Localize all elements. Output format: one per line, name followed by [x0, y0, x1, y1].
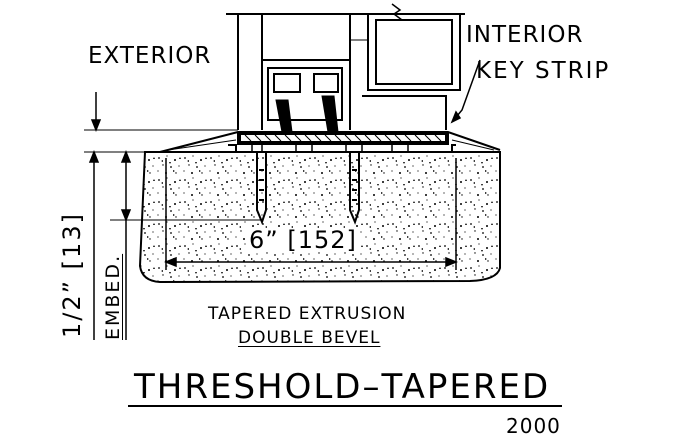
embed-dimension-label: 1/2” [13]	[58, 212, 86, 338]
embed-dimension-lines	[88, 149, 262, 340]
interior-label: INTERIOR	[466, 22, 584, 48]
threshold-extrusion	[159, 131, 501, 153]
exterior-leader	[84, 92, 238, 153]
drawing-code: 2000	[506, 414, 561, 438]
width-dimension-lines	[163, 158, 459, 270]
key-strip-leader	[450, 59, 481, 124]
drawing-title: THRESHOLD–TAPERED	[134, 367, 551, 407]
width-dimension-label: 6” [152]	[246, 228, 360, 252]
embed-word-label: EMBED.	[102, 253, 124, 340]
key-strip-label: KEY STRIP	[476, 58, 611, 84]
sweep-seals	[275, 95, 339, 133]
extrusion-note-line2: DOUBLE BEVEL	[238, 328, 381, 348]
concrete-slab	[138, 151, 501, 284]
door-frame	[226, 3, 465, 130]
extrusion-note-line1: TAPERED EXTRUSION	[208, 304, 407, 324]
exterior-label: EXTERIOR	[88, 43, 212, 69]
anchors	[256, 152, 360, 225]
